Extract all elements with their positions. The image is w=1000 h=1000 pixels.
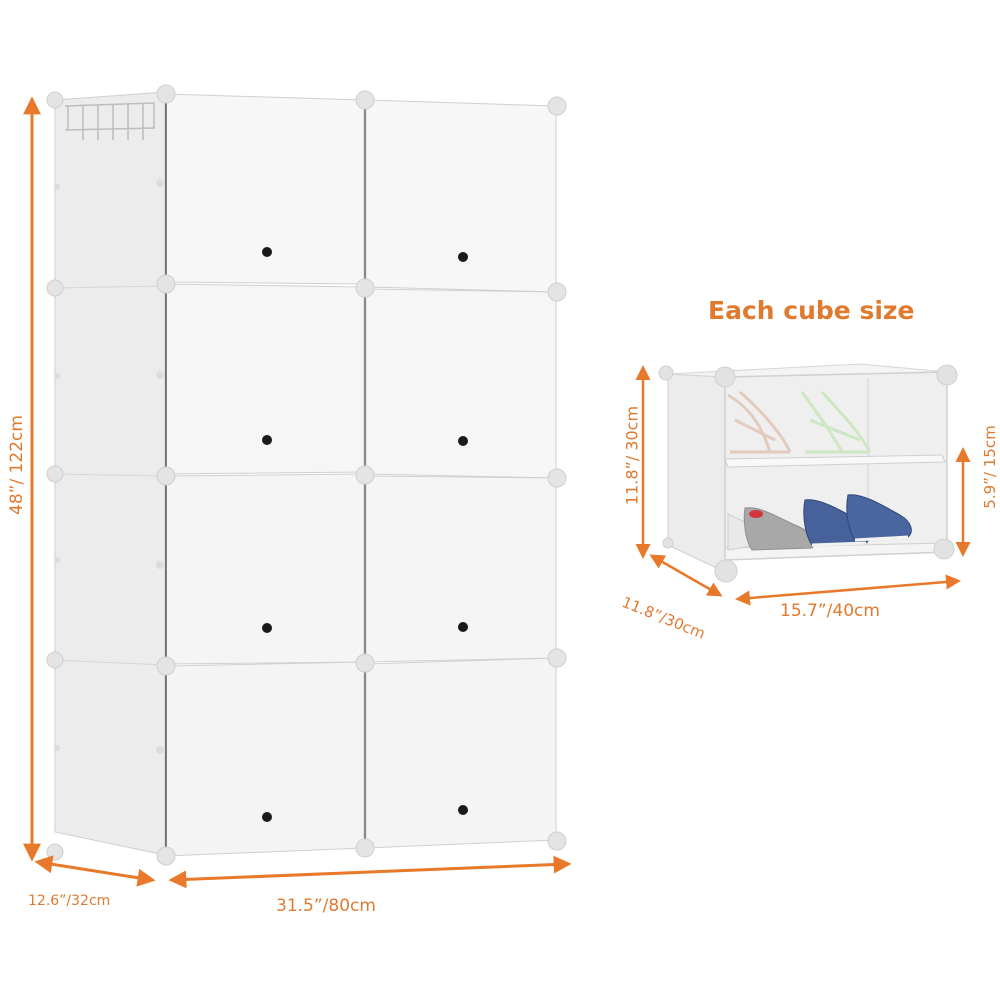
handle-hole-icon [458, 622, 468, 632]
handle-hole-icon [458, 252, 468, 262]
handle-hole-icon [262, 435, 272, 445]
door-handle-holes [262, 247, 468, 822]
hook-rack [64, 102, 156, 140]
cube-width-label: 15.7”/40cm [780, 601, 880, 621]
door-r2-c2 [365, 288, 557, 479]
cube-width-arrow [735, 574, 961, 606]
cabinet-dimension-arrows [23, 96, 572, 889]
width-arrow [168, 855, 572, 889]
green-sandals [800, 391, 872, 454]
door-r3-c2 [365, 475, 557, 663]
connectors [46, 84, 567, 866]
cabinet-height-label: 48”/ 122cm [7, 415, 27, 515]
cabinet-width-label: 31.5”/80cm [276, 896, 376, 916]
side-clips [54, 179, 164, 754]
blue-boat-shoes [803, 494, 912, 547]
cube-depth-arrow [649, 554, 723, 597]
handle-hole-icon [458, 805, 468, 815]
door-r4-c1 [165, 661, 365, 857]
beige-sandals [727, 390, 792, 454]
handle-hole-icon [262, 623, 272, 633]
cabinet [23, 84, 572, 889]
shelf-gap-label: 5.9”/ 15cm [981, 425, 999, 509]
handle-hole-icon [262, 812, 272, 822]
cube-dimension-arrows [635, 365, 971, 606]
handle-hole-icon [262, 247, 272, 257]
door-r4-c2 [365, 657, 557, 849]
cabinet-side-panel [54, 91, 166, 856]
cube-height-label: 11.8”/ 30cm [622, 405, 642, 506]
handle-hole-icon [458, 436, 468, 446]
door-r3-c1 [165, 473, 365, 665]
door-r2-c1 [165, 283, 365, 475]
cabinet-depth-label: 12.6”/32cm [28, 893, 111, 909]
depth-arrow [34, 855, 156, 887]
cube-title: Each cube size [708, 296, 915, 325]
single-cube [635, 363, 971, 606]
cabinet-doors [165, 93, 557, 857]
grey-slip-on-shoe [743, 507, 815, 551]
door-r1-c2 [365, 99, 557, 293]
